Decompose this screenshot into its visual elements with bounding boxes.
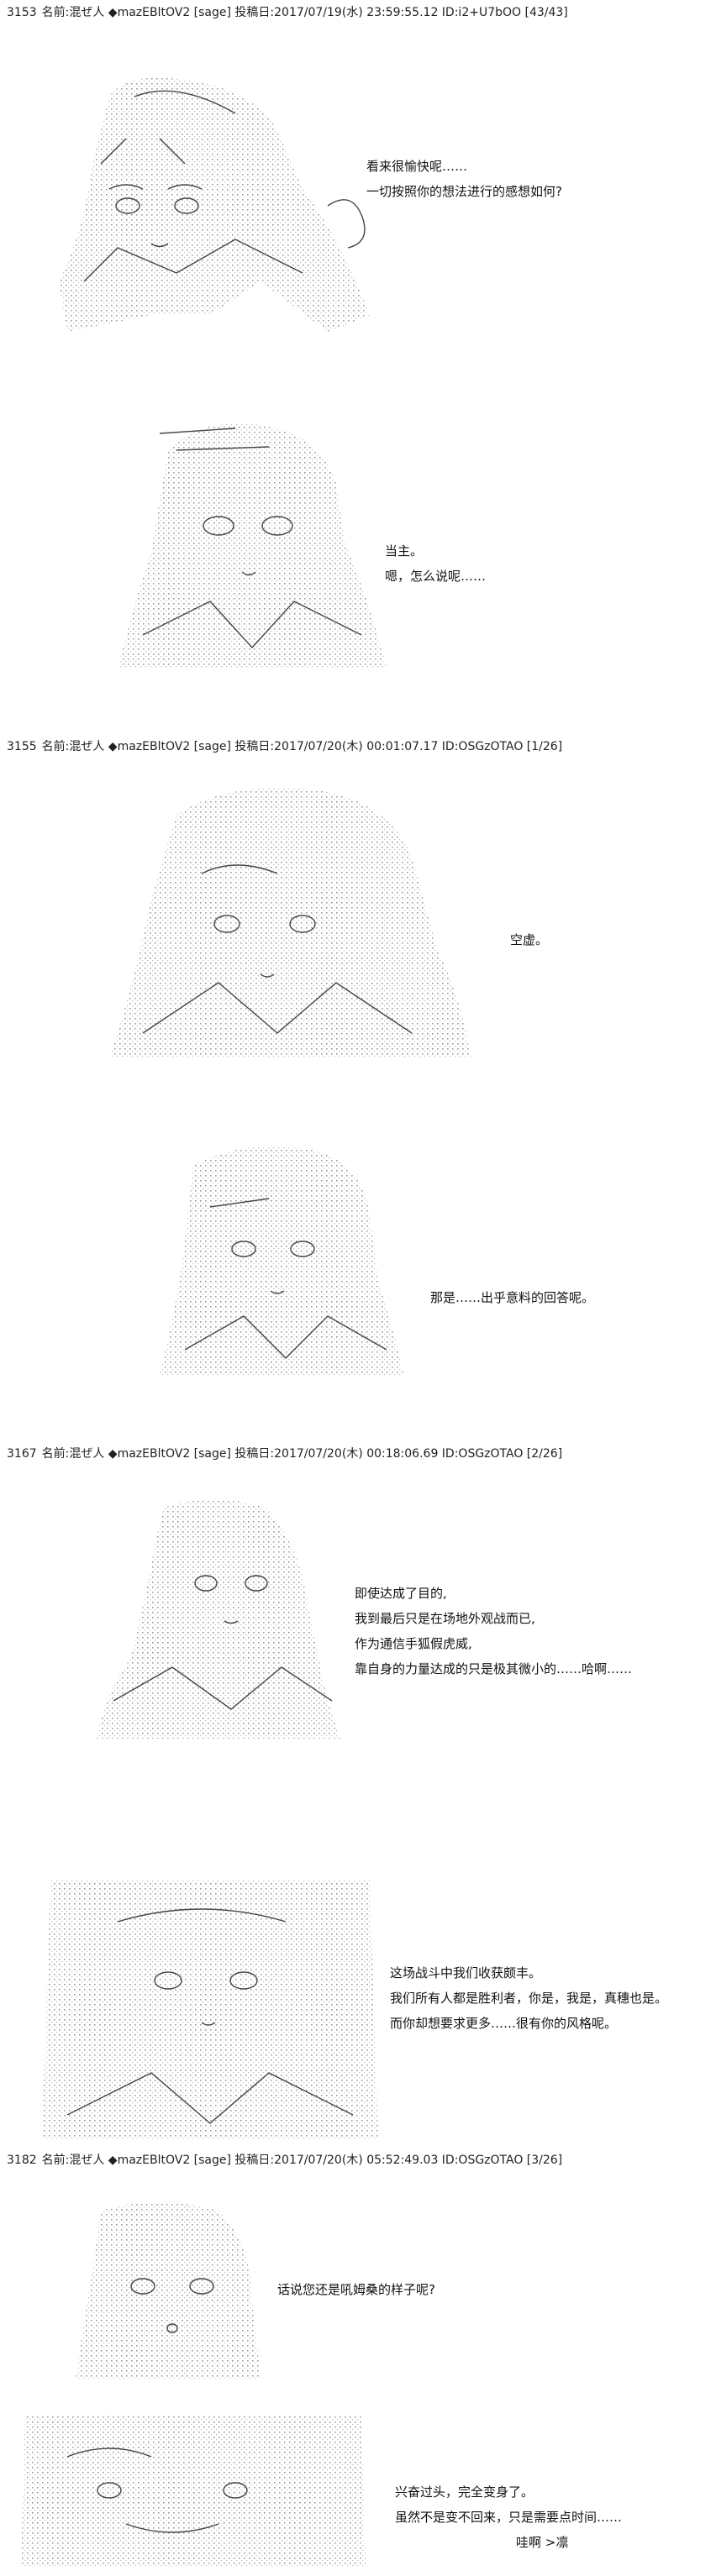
dialog-text: 话说您还是吼姆桑的样子呢?: [277, 2282, 435, 2297]
post-meta: 名前:混ぜ人 ◆mazEBltOV2 [sage] 投稿日:2017/07/20…: [41, 1447, 563, 1461]
post-meta: 名前:混ぜ人 ◆mazEBltOV2 [sage] 投稿日:2017/07/20…: [41, 2154, 563, 2167]
post-header: 3182 名前:混ぜ人 ◆mazEBltOV2 [sage] 投稿日:2017/0…: [7, 2153, 562, 2168]
post-header: 3153 名前:混ぜ人 ◆mazEBltOV2 [sage] 投稿日:2017/0…: [7, 5, 568, 20]
ascii-art-figure: [50, 63, 370, 340]
dialog-text: 空虚。: [510, 932, 549, 947]
dialog-text: 这场战斗中我们收获颇丰。 我们所有人都是胜利者，你是，我是，真穗也是。 而你却想…: [390, 1965, 668, 2031]
post-meta: 名前:混ぜ人 ◆mazEBltOV2 [sage] 投稿日:2017/07/20…: [41, 740, 563, 753]
ascii-art-figure: [109, 781, 471, 1058]
ascii-art-figure: [17, 2406, 370, 2566]
dialog-text: 即使达成了目的, 我到最后只是在场地外观战而已, 作为通信手狐假虎威, 靠自身的…: [355, 1586, 633, 1676]
post-number: 3182: [7, 2154, 37, 2167]
dialog-text: 看来很愉快呢…… 一切按照你的想法进行的感想如何?: [366, 159, 562, 199]
post-number: 3153: [7, 6, 37, 19]
post-meta: 名前:混ぜ人 ◆mazEBltOV2 [sage] 投稿日:2017/07/19…: [41, 6, 568, 19]
ascii-art-figure: [34, 1863, 387, 2140]
dialog-text: 当主。 嗯，怎么说呢……: [385, 543, 487, 584]
post-header: 3167 名前:混ぜ人 ◆mazEBltOV2 [sage] 投稿日:2017/0…: [7, 1446, 562, 1461]
post-number: 3155: [7, 740, 37, 753]
dialog-text: 兴奋过头，完全变身了。 虽然不是变不回来，只是需要点时间……: [395, 2484, 623, 2525]
dialog-text: 那是……出乎意料的回答呢。: [430, 1290, 595, 1305]
post-header: 3155 名前:混ぜ人 ◆mazEBltOV2 [sage] 投稿日:2017/0…: [7, 739, 562, 754]
post-number: 3167: [7, 1447, 37, 1461]
ascii-art-figure: [118, 417, 387, 669]
ascii-art-figure: [160, 1140, 412, 1375]
footer-note: 哇啊 >凛: [516, 2535, 569, 2550]
ascii-art-figure: [76, 2194, 269, 2379]
ascii-art-figure: [97, 1491, 340, 1739]
